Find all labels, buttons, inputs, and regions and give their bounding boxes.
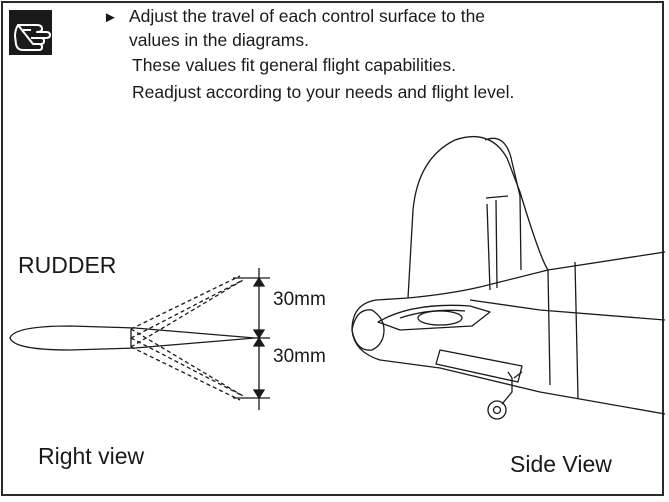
tail-side-view	[351, 136, 666, 420]
note-line-2: values in the diagrams.	[129, 30, 309, 50]
right-view-caption: Right view	[38, 443, 145, 469]
belly-panel	[435, 349, 523, 383]
arrow-up-top	[252, 276, 266, 287]
arrow-down-bottom	[252, 389, 266, 400]
note-line-4: Readjust according to your needs and fli…	[132, 82, 515, 102]
vertical-fin	[407, 136, 549, 299]
fuselage-outline	[351, 251, 666, 415]
arrow-down-top	[252, 336, 266, 347]
rudder-throw-diagram	[9, 268, 270, 410]
throw-down-label: 30mm	[273, 346, 326, 367]
document-frame	[1, 1, 664, 496]
side-view-caption: Side View	[510, 451, 612, 477]
rudder-title: RUDDER	[18, 252, 117, 278]
fin-rib	[485, 195, 509, 199]
stabilizer-root	[417, 310, 463, 326]
arrow-up-bottom	[252, 329, 266, 340]
panel-line-3	[469, 299, 666, 321]
panel-line-1	[547, 269, 551, 386]
fin-hinge-line	[486, 199, 498, 291]
panel-line-2	[574, 261, 579, 399]
tail-wheel	[487, 400, 507, 420]
rudder-deflection-down	[130, 328, 244, 401]
note-line-1: Adjust the travel of each control surfac…	[129, 6, 486, 26]
horizontal-stabilizer	[377, 304, 491, 331]
rudder-deflection-up	[130, 275, 244, 348]
rudder-surface	[484, 137, 522, 271]
pointing-hand-icon	[9, 10, 52, 55]
throw-up-label: 30mm	[273, 289, 326, 310]
note-line-3: These values fit general flight capabili…	[132, 55, 456, 75]
tail-cone	[351, 309, 385, 351]
tail-wheel-strut	[501, 371, 523, 405]
bullet-arrow-icon: ►	[103, 9, 118, 26]
tail-wheel-hub	[492, 405, 502, 415]
